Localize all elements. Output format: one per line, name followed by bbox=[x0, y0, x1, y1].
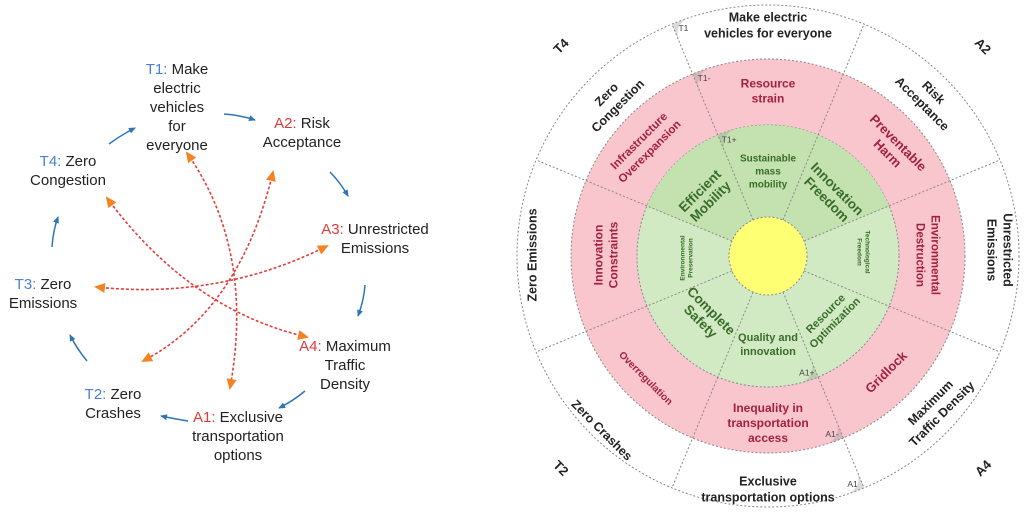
conflict-link-a2-t2 bbox=[141, 170, 276, 362]
node-code: T3: bbox=[15, 276, 41, 293]
cycle-arrow bbox=[278, 390, 306, 409]
node-label: Make bbox=[172, 61, 209, 78]
marker-label-t1-minus: T1- bbox=[698, 73, 711, 83]
cycle-arrow bbox=[160, 414, 189, 422]
node-label: Unrestricted bbox=[348, 221, 429, 238]
cycle-arrow bbox=[69, 334, 88, 362]
sector-divider bbox=[535, 270, 733, 353]
marker-wedge-t1-minus bbox=[692, 68, 709, 90]
sector-divider bbox=[671, 291, 754, 489]
node-t1: T1: Make electric vehicles for everyone bbox=[146, 61, 209, 154]
green-sector-shaded bbox=[646, 125, 890, 242]
marker-wedge-a1 bbox=[848, 472, 865, 494]
sector-divider bbox=[782, 291, 865, 489]
cycle-arrow bbox=[357, 284, 366, 317]
node-label: options bbox=[214, 447, 262, 464]
cycle-arrow bbox=[108, 127, 136, 145]
opportunity-label-environmental-preservation: EnvironmentalPreservation bbox=[679, 235, 694, 280]
corner-label-a2: A2 bbox=[972, 35, 994, 57]
corner-label-t2: T2 bbox=[550, 457, 571, 478]
node-label: Congestion bbox=[30, 172, 106, 189]
node-label: Crashes bbox=[85, 405, 141, 422]
core-circle bbox=[728, 216, 808, 296]
node-label: Zero bbox=[66, 153, 97, 170]
node-a1: A1: Exclusive transportation options bbox=[192, 409, 284, 464]
marker-label-a1-minus: A1- bbox=[825, 429, 838, 439]
node-code: T4: bbox=[40, 153, 66, 170]
conflict-link-t1-a1 bbox=[185, 151, 238, 390]
conflict-link-t4-a4 bbox=[105, 196, 309, 340]
node-label: Traffic bbox=[325, 357, 366, 374]
node-label: vehicles bbox=[150, 99, 204, 116]
node-label: Zero bbox=[41, 276, 72, 293]
node-label: electric bbox=[153, 80, 201, 97]
cycle-arrow bbox=[51, 216, 59, 248]
marker-label-a1: A1 bbox=[847, 479, 858, 489]
corner-label-t4: T4 bbox=[550, 35, 572, 57]
node-label: everyone bbox=[146, 137, 208, 154]
node-label: Emissions bbox=[9, 295, 77, 312]
marker-label-a1-plus: A1+ bbox=[799, 368, 814, 378]
node-label: Exclusive bbox=[220, 409, 283, 426]
marker-label-t1: T1 bbox=[678, 23, 688, 33]
marker-wedge-a1-minus bbox=[827, 422, 844, 444]
outer-label-unrestricted-emissions: UnrestrictedEmissions bbox=[985, 213, 1015, 287]
risk-label-environmental-destruction: EnvironmentalDestruction bbox=[913, 215, 940, 295]
sector-divider bbox=[535, 159, 733, 242]
outer-label-zero-emissions: Zero Emissions bbox=[525, 208, 539, 301]
sector-divider bbox=[803, 159, 1001, 242]
risk-label-innovation-constraints: InnovationConstraints bbox=[592, 221, 621, 288]
node-code: T2: bbox=[85, 386, 111, 403]
marker-wedge-t1 bbox=[671, 18, 688, 40]
corner-label-a4: A4 bbox=[972, 456, 995, 479]
node-code: T1: bbox=[146, 61, 172, 78]
sector-divider bbox=[671, 23, 754, 221]
cycle-arrow bbox=[223, 113, 256, 121]
node-code: A2: bbox=[274, 115, 301, 132]
marker-wedge-a1-plus bbox=[802, 361, 819, 383]
node-label: for bbox=[168, 118, 186, 135]
opportunity-label-technological-freedom: TechnologicalFreedom bbox=[856, 230, 871, 273]
node-label: Maximum bbox=[326, 338, 391, 355]
node-code: A3: bbox=[321, 221, 348, 238]
node-label: Density bbox=[320, 376, 371, 393]
node-code: A1: bbox=[193, 409, 220, 426]
node-label: Emissions bbox=[341, 240, 409, 257]
node-label: Risk bbox=[301, 115, 331, 132]
marker-label-t1-plus: T1+ bbox=[722, 134, 737, 144]
marker-wedge-t1-plus bbox=[717, 129, 734, 151]
sector-divider bbox=[803, 270, 1001, 353]
cycle-arrow bbox=[329, 171, 349, 197]
node-code: A4: bbox=[299, 338, 326, 355]
goal-conflict-cycle-diagram: T1: Make electric vehicles for everyone A2: R… bbox=[9, 61, 429, 464]
sector-divider bbox=[782, 23, 865, 221]
node-label: transportation bbox=[192, 428, 284, 445]
conflict-link-a3-t3 bbox=[94, 245, 329, 293]
node-label: Acceptance bbox=[263, 134, 341, 151]
node-label: Zero bbox=[111, 386, 142, 403]
